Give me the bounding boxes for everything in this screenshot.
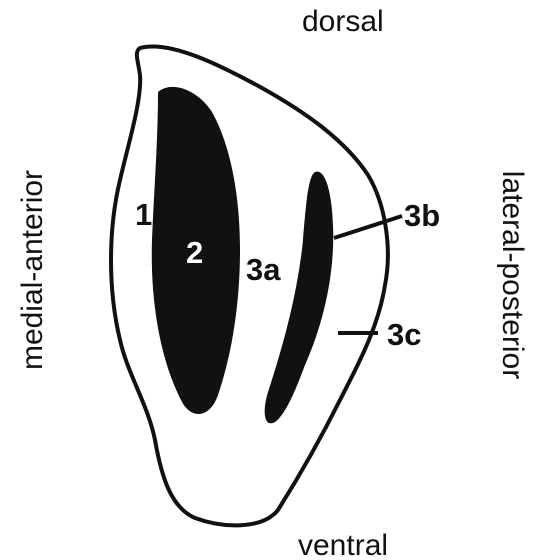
- orientation-top-label: dorsal: [302, 5, 384, 38]
- region-3c-label: 3c: [387, 317, 421, 352]
- orientation-right-label: lateral-posterior: [496, 171, 529, 379]
- region-2-label: 2: [186, 235, 203, 270]
- region-3a-label: 3a: [246, 252, 281, 287]
- region-1-label: 1: [135, 197, 152, 232]
- orientation-bottom-label: ventral: [298, 529, 388, 560]
- orientation-left-label: medial-anterior: [16, 170, 49, 370]
- region-3b-label: 3b: [404, 198, 440, 233]
